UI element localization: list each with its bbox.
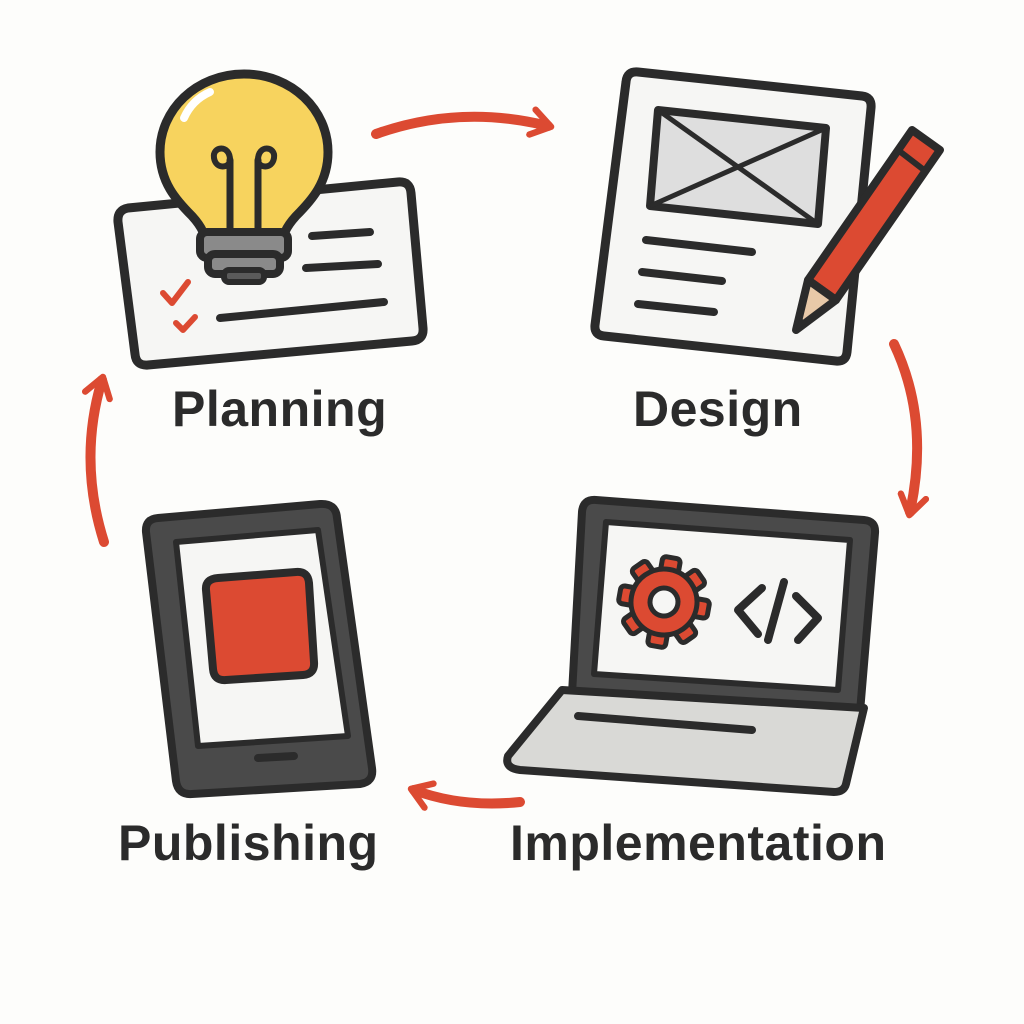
pencil-icon [792,126,944,334]
gear-icon [616,554,712,650]
arrow-implementation-to-publishing [407,780,525,811]
laptop-code-icon [503,495,880,796]
stage-label-planning: Planning [172,381,388,437]
stage-label-implementation: Implementation [510,815,887,871]
stage-label-publishing: Publishing [118,815,379,871]
lightbulb-checklist-icon [113,69,428,370]
home-button-icon [254,752,298,762]
lightbulb-icon [155,69,333,285]
wireframe-pencil-icon [590,67,944,366]
wireframe-sheet [590,67,876,366]
stage-label-design: Design [633,381,803,437]
laptop-keyboard-base [503,686,868,796]
checkmark-icon [173,314,198,333]
checkmark-icon [160,279,191,306]
arrow-planning-to-design [371,106,555,139]
app-tile-icon [201,567,319,685]
code-brackets-icon [734,578,822,644]
arrow-design-to-implementation [889,339,930,519]
arrow-publishing-to-planning [81,373,113,547]
tablet-app-icon [141,499,377,799]
